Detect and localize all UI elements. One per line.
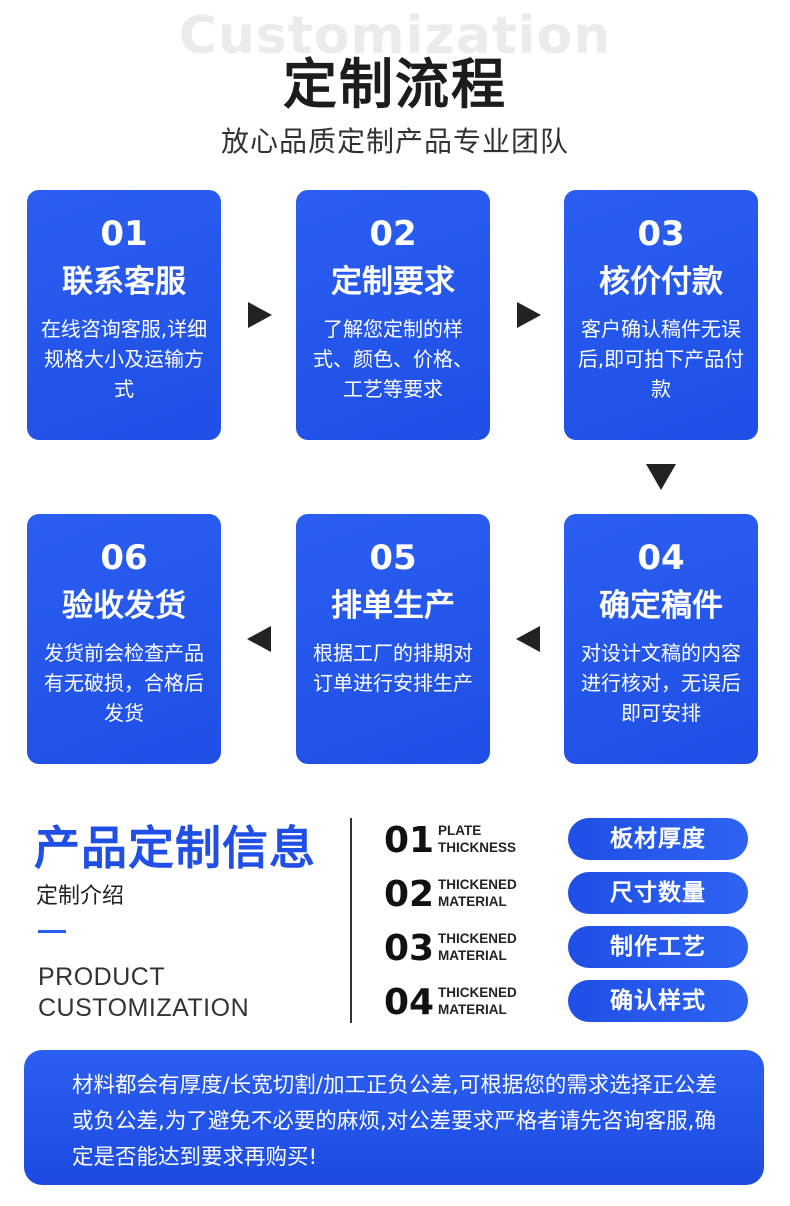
- spec-english-line-1: THICKENED: [438, 877, 517, 892]
- spec-english-line-2: MATERIAL: [438, 894, 507, 909]
- step-description: 发货前会检查产品有无破损，合格后发货: [44, 641, 204, 725]
- arrow-left-icon: [516, 626, 540, 652]
- spec-english-label: THICKENED MATERIAL: [438, 984, 517, 1018]
- spec-row: 04 THICKENED MATERIAL 确认样式: [384, 980, 754, 1026]
- step-title: 联系客服: [62, 264, 186, 300]
- spec-english-label: THICKENED MATERIAL: [438, 876, 517, 910]
- spec-number: 02: [384, 874, 435, 915]
- step-title: 核价付款: [599, 264, 723, 300]
- spec-english-line-2: MATERIAL: [438, 948, 507, 963]
- step-number: 05: [369, 538, 417, 578]
- spec-pill-label: 确认样式: [568, 980, 748, 1022]
- arrow-left-icon: [247, 626, 271, 652]
- step-card-04: 04 确定稿件 对设计文稿的内容进行核对，无误后即可安排: [564, 514, 758, 764]
- vertical-divider: [350, 818, 352, 1023]
- info-english-line-1: PRODUCT: [38, 963, 166, 991]
- step-card-01: 01 联系客服 在线咨询客服,详细规格大小及运输方式: [27, 190, 221, 440]
- spec-number: 04: [384, 982, 435, 1023]
- step-title: 验收发货: [62, 588, 186, 624]
- step-card-02: 02 定制要求 了解您定制的样式、颜色、价格、工艺等要求: [296, 190, 490, 440]
- step-title: 定制要求: [331, 264, 455, 300]
- step-card-03: 03 核价付款 客户确认稿件无误后,即可拍下产品付款: [564, 190, 758, 440]
- spec-pill-label: 尺寸数量: [568, 872, 748, 914]
- info-section-subtitle: 定制介绍: [36, 884, 125, 909]
- spec-number: 01: [384, 820, 435, 861]
- spec-row: 03 THICKENED MATERIAL 制作工艺: [384, 926, 754, 972]
- accent-underline: [38, 930, 66, 933]
- spec-pill-label: 板材厚度: [568, 818, 748, 860]
- step-number: 04: [637, 538, 685, 578]
- step-number: 01: [100, 214, 148, 254]
- spec-english-label: THICKENED MATERIAL: [438, 930, 517, 964]
- info-english-label: PRODUCT CUSTOMIZATION: [38, 962, 249, 1024]
- spec-english-line-1: THICKENED: [438, 985, 517, 1000]
- step-number: 03: [637, 214, 685, 254]
- page-title: 定制流程: [283, 53, 507, 116]
- step-number: 06: [100, 538, 148, 578]
- step-title: 确定稿件: [599, 588, 723, 624]
- step-card-05: 05 排单生产 根据工厂的排期对订单进行安排生产: [296, 514, 490, 764]
- spec-english-line-1: THICKENED: [438, 931, 517, 946]
- spec-row: 01 PLATE THICKNESS 板材厚度: [384, 818, 754, 864]
- info-section-title: 产品定制信息: [34, 821, 316, 875]
- spec-english-line-2: MATERIAL: [438, 1002, 507, 1017]
- arrow-right-icon: [517, 302, 541, 328]
- info-english-line-2: CUSTOMIZATION: [38, 994, 250, 1022]
- arrow-right-icon: [248, 302, 272, 328]
- arrow-down-icon: [646, 464, 676, 490]
- spec-row: 02 THICKENED MATERIAL 尺寸数量: [384, 872, 754, 918]
- spec-pill-label: 制作工艺: [568, 926, 748, 968]
- step-card-06: 06 验收发货 发货前会检查产品有无破损，合格后发货: [27, 514, 221, 764]
- step-description: 根据工厂的排期对订单进行安排生产: [313, 641, 473, 695]
- spec-english-line-2: THICKNESS: [438, 840, 517, 855]
- step-description: 了解您定制的样式、颜色、价格、工艺等要求: [313, 317, 473, 401]
- tolerance-note: 材料都会有厚度/长宽切割/加工正负公差,可根据您的需求选择正公差或负公差,为了避…: [24, 1050, 764, 1185]
- step-description: 客户确认稿件无误后,即可拍下产品付款: [577, 317, 745, 401]
- step-description: 对设计文稿的内容进行核对，无误后即可安排: [581, 641, 741, 725]
- background-watermark-word: Customization: [178, 6, 612, 66]
- page-subtitle: 放心品质定制产品专业团队: [220, 125, 569, 158]
- step-number: 02: [369, 214, 417, 254]
- step-description: 在线咨询客服,详细规格大小及运输方式: [40, 317, 208, 401]
- spec-english-line-1: PLATE: [438, 823, 482, 838]
- step-title: 排单生产: [331, 588, 455, 624]
- spec-number: 03: [384, 928, 435, 969]
- spec-english-label: PLATE THICKNESS: [438, 822, 516, 856]
